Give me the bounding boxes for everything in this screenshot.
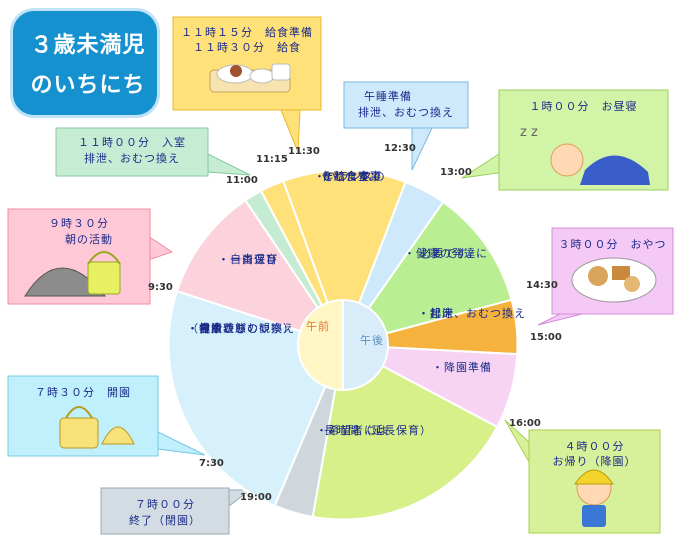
bucket-icon bbox=[87, 261, 121, 295]
callout-1100: １１時００分 入室 排泄、おむつ換え bbox=[78, 136, 186, 165]
biscuit-icon bbox=[624, 276, 640, 292]
school-hat-icon bbox=[101, 426, 135, 445]
cup-icon bbox=[271, 63, 291, 81]
tick-1430: 14:30 bbox=[526, 280, 558, 291]
blanket-icon bbox=[580, 155, 650, 185]
zzz-icon: z z bbox=[520, 125, 538, 140]
am-label: 午前 bbox=[306, 320, 330, 333]
segment-1500-text: ・降園準備 bbox=[432, 361, 492, 374]
tick-0730: 7:30 bbox=[199, 458, 224, 469]
callout-tail-c1500 bbox=[537, 313, 583, 326]
tick-1500: 15:00 bbox=[530, 332, 562, 343]
wheel-rim bbox=[166, 168, 520, 522]
title-line-2: のいちにち bbox=[30, 73, 146, 98]
tick-1100: 11:00 bbox=[226, 175, 258, 186]
tick-1900: 19:00 bbox=[240, 492, 272, 503]
tick-1230: 12:30 bbox=[384, 143, 416, 154]
callout-1500: ３時００分 おやつ bbox=[558, 238, 667, 251]
callout-0930: ９時３０分 朝の活動 bbox=[49, 217, 113, 246]
callout-1300: １時００分 お昼寝 bbox=[529, 100, 638, 113]
tick-1115: 11:15 bbox=[256, 154, 288, 165]
callout-1115: １１時１５分 給食準備 １１時３０分 給食 bbox=[181, 26, 313, 54]
title-line-1: ３歳未満児 bbox=[30, 33, 146, 58]
tick-1600: 16:00 bbox=[509, 418, 541, 429]
callout-box-c1900 bbox=[100, 487, 230, 535]
pm-label: 午後 bbox=[360, 334, 384, 347]
title-badge: ３歳未満児 のいちにち bbox=[10, 8, 160, 118]
callout-box-c1230 bbox=[343, 81, 469, 129]
callout-box-c1100 bbox=[55, 127, 209, 177]
tick-1130: 11:30 bbox=[288, 146, 320, 157]
center-pm-half bbox=[342, 298, 389, 392]
yellow-hat-icon bbox=[574, 469, 614, 485]
lunch-food-icon bbox=[230, 65, 242, 77]
callout-0730: ７時３０分 開園 bbox=[35, 386, 131, 399]
bag-strap-icon bbox=[65, 406, 93, 419]
cracker-icon bbox=[612, 266, 630, 280]
callout-1900: ７時００分 終了（閉園） bbox=[129, 498, 201, 527]
callout-1600: ４時００分 お帰り（降園） bbox=[552, 440, 637, 468]
center-am-half bbox=[297, 298, 344, 392]
child-body-icon bbox=[582, 505, 606, 527]
callout-tail-c1100 bbox=[207, 153, 251, 176]
tick-1300: 13:00 bbox=[440, 167, 472, 178]
tick-0930: 9:30 bbox=[148, 282, 173, 293]
callout-box-c1115 bbox=[172, 16, 322, 111]
sleeping-child-icon bbox=[550, 143, 584, 177]
school-bag-icon bbox=[59, 417, 99, 449]
cookie-icon bbox=[588, 266, 608, 286]
callout-1230: 午睡準備 排泄、おむつ換え bbox=[358, 90, 454, 119]
bucket-handle-icon bbox=[87, 251, 121, 265]
